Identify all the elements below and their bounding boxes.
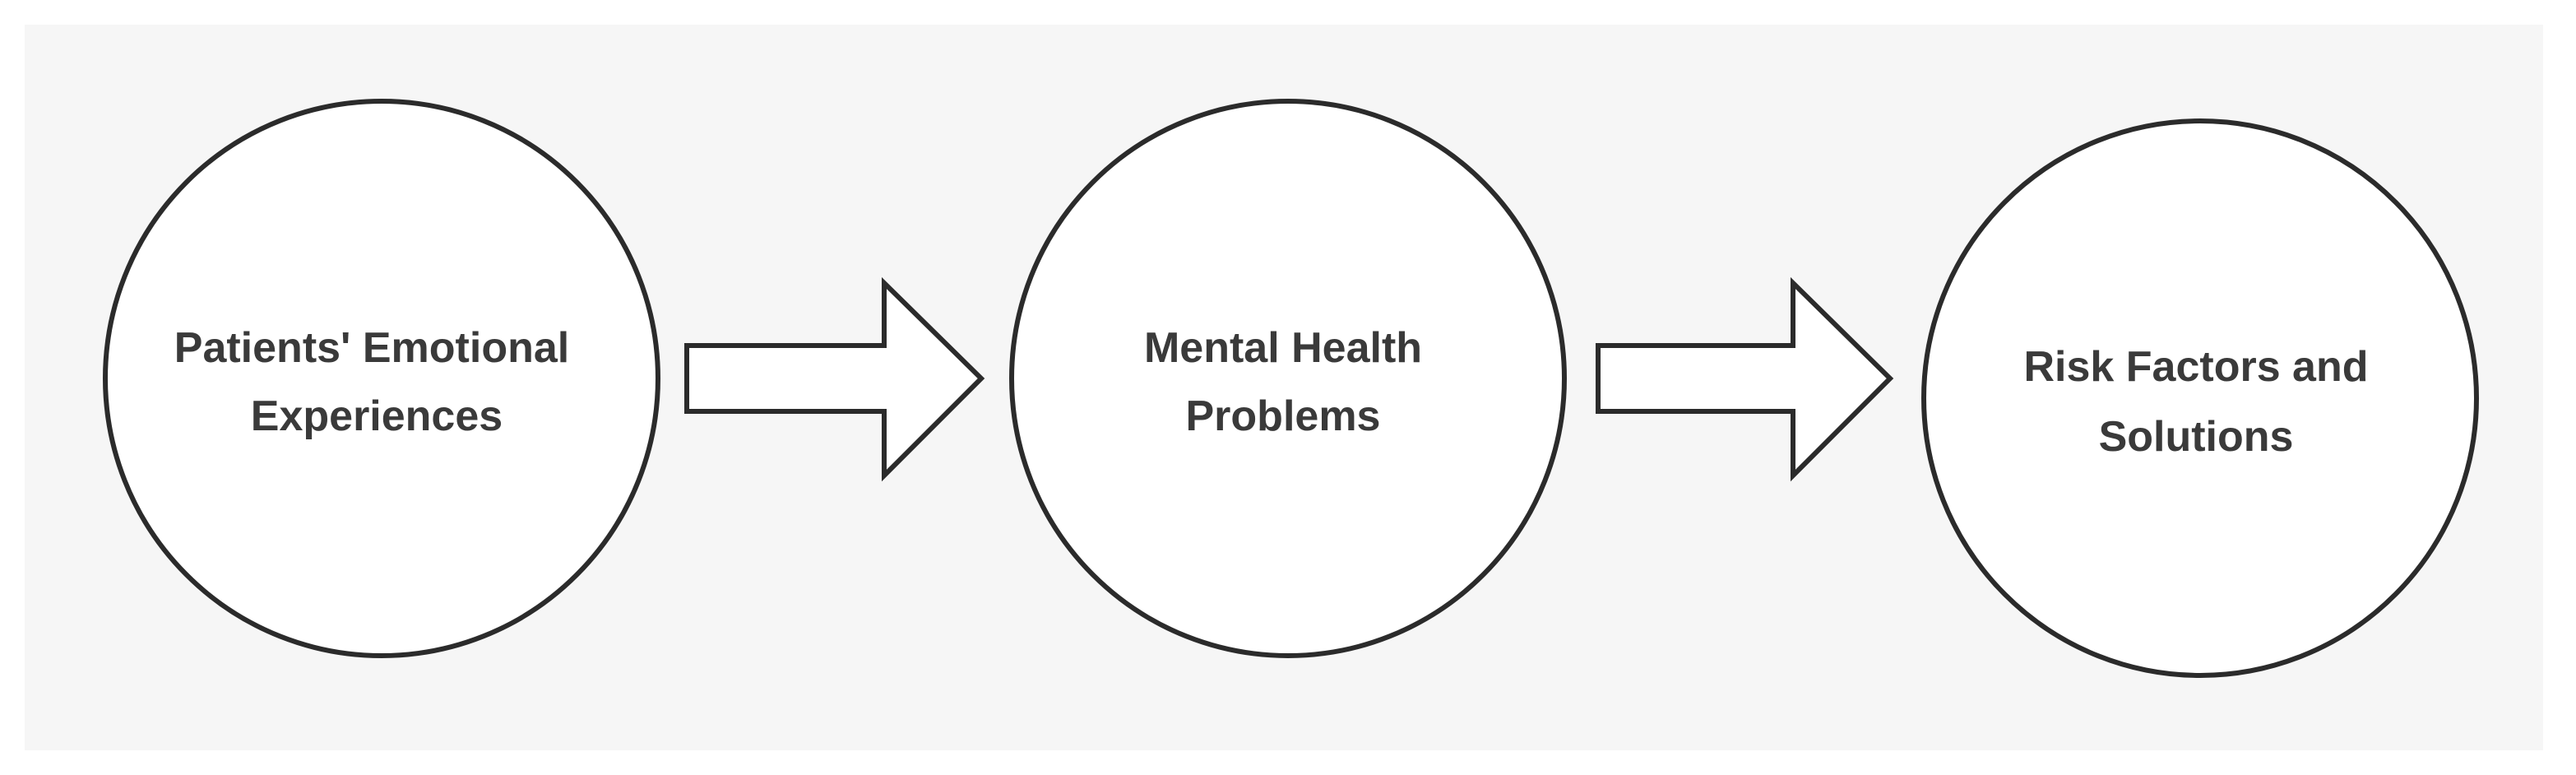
arrow-2-to-3 [1596, 276, 1894, 482]
node-label-line-2: Experiences [251, 392, 503, 440]
node-label-line-2: Solutions [2099, 413, 2294, 461]
node-circle [1921, 118, 2479, 678]
node-circle [1009, 99, 1567, 658]
node-mental-health-problems: Mental Health Problems [1009, 99, 1567, 658]
arrow-1-to-2 [684, 276, 985, 482]
node-label-line-1: Patients' Emotional [174, 324, 569, 372]
node-circle [103, 99, 660, 658]
node-label-line-1: Risk Factors and [2023, 343, 2368, 391]
node-label-line-2: Problems [1186, 392, 1381, 440]
node-patients-emotional-experiences: Patients' Emotional Experiences [103, 99, 660, 658]
node-label-line-1: Mental Health [1144, 324, 1422, 372]
node-risk-factors-and-solutions: Risk Factors and Solutions [1921, 118, 2479, 678]
